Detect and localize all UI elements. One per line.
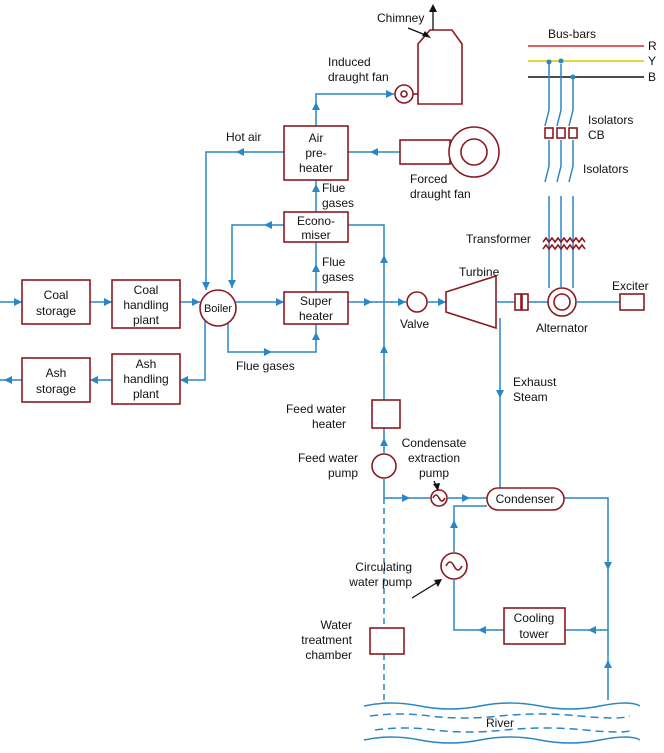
condensate-extraction-pump [430,489,448,507]
feed-water-pump-label: pump [328,466,358,480]
induced-draught-fan [394,84,418,104]
isolators-label: Isolators [588,113,633,127]
feed-water-heater-block [371,399,401,429]
alternator-label: Alternator [536,321,588,335]
super-heater-block: Super heater [283,291,349,325]
flow-arrows [4,90,612,668]
coal-handling-label: plant [133,313,160,327]
circulating-pump-label: water pump [348,575,412,589]
diagram-labels: Chimney Induced draught fan Hot air Forc… [226,11,657,662]
air-preheater-label: pre- [305,146,326,160]
ash-handling-label: Ash [136,357,157,371]
river-label: River [486,716,514,730]
valve-label: Valve [400,317,429,331]
isolator-switches-lower [544,165,574,183]
condenser: Condenser [486,487,565,511]
water-treatment-label: Water [320,618,352,632]
phase-b-label: B [648,70,656,84]
air-preheater-label: heater [299,161,333,175]
flue-gases-label: gases [322,270,354,284]
ash-storage-label: storage [36,382,76,396]
forced-fan-label: Forced [410,172,447,186]
circuit-breakers [544,127,578,139]
economiser-label: miser [301,228,330,242]
circulating-water-pump [440,552,468,580]
flue-gases-label: Flue [322,255,346,269]
ash-handling-label: handling [123,372,168,386]
exhaust-steam-label: Exhaust [513,375,557,389]
coal-handling-label: Coal [134,283,159,297]
flue-gases-label: Flue [322,181,346,195]
induced-fan-label: draught fan [328,70,389,84]
feed-water-heater-label: Feed water [286,402,346,416]
forced-draught-fan [399,126,500,178]
valve [406,291,428,313]
induced-fan-label: Induced [328,55,371,69]
river: River [363,702,641,744]
cb-label: CB [588,128,605,142]
forced-fan-label: draught fan [410,187,471,201]
cooling-tower-label: tower [519,627,548,641]
feed-water-pump-label: Feed water [298,451,358,465]
flue-gases-label: Flue gases [236,359,295,373]
flue-gases-label: gases [322,196,354,210]
turbine-alternator-coupling [496,293,548,311]
isolators-label: Isolators [583,162,628,176]
phase-r-label: R [648,39,657,53]
boiler: Boiler [199,289,237,327]
phase-conductors [548,62,574,288]
exciter-label: Exciter [612,279,649,293]
feed-water-heater-label: heater [312,417,346,431]
boiler-label: Boiler [204,303,232,315]
economiser-block: Econo- miser [283,211,349,243]
coal-handling-label: handling [123,298,168,312]
transformer-label: Transformer [466,232,531,246]
cooling-tower-label: Cooling [514,611,555,625]
air-preheater-block: Air pre- heater [283,125,349,181]
hot-air-label: Hot air [226,130,261,144]
condensate-pump-label: pump [419,466,449,480]
coal-handling-plant-block: Coal handling plant [111,279,181,329]
ash-handling-label: plant [133,387,160,401]
economiser-label: Econo- [297,214,335,228]
phase-y-label: Y [648,54,656,68]
turbine-label: Turbine [459,265,500,279]
exhaust-steam-label: Steam [513,390,548,404]
coal-storage-label: storage [36,304,76,318]
air-preheater-label: Air [309,131,324,145]
chimney-label: Chimney [377,11,424,25]
exciter [576,293,645,311]
isolator-switches-upper [544,109,574,127]
condensate-pump-label: extraction [408,451,460,465]
coal-storage-label: Coal [44,288,69,302]
electrical-section [528,45,644,288]
coal-storage-block: Coal storage [21,279,91,325]
chimney [417,4,463,105]
turbine [445,274,497,330]
bus-bars-label: Bus-bars [548,27,596,41]
ash-storage-block: Ash storage [21,357,91,403]
feed-water-pump [371,453,397,479]
circulating-pump-label: Circulating [355,560,412,574]
condensate-pump-label: Condensate [402,436,467,450]
super-heater-label: Super [300,294,332,308]
ash-storage-label: Ash [46,366,67,380]
condenser-label: Condenser [496,492,555,506]
alternator [547,287,577,317]
transformer-coils [542,236,586,251]
ash-handling-plant-block: Ash handling plant [111,353,181,405]
super-heater-label: heater [299,309,333,323]
water-treatment-block [369,627,405,655]
water-treatment-label: chamber [305,648,352,662]
cooling-tower-block: Cooling tower [503,607,566,645]
water-treatment-label: treatment [301,633,352,647]
